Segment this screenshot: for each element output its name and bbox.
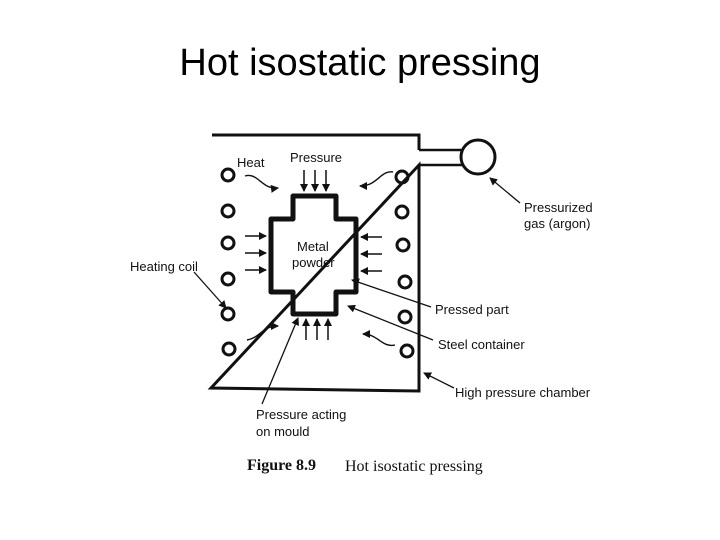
- figure-number: Figure 8.9: [247, 457, 316, 474]
- label-pressurized-gas-2: gas (argon): [524, 216, 590, 231]
- label-steel-container: Steel container: [438, 337, 525, 352]
- slide-title: Hot isostatic pressing: [179, 42, 541, 84]
- heating-coil-left: [220, 167, 237, 357]
- pressure-arrows-bottom: [302, 318, 332, 340]
- pressure-arrows-top: [300, 170, 330, 192]
- label-pressure-mould-1: Pressure acting: [256, 407, 346, 422]
- label-pressure: Pressure: [290, 150, 342, 165]
- figure-caption: Hot isostatic pressing: [345, 458, 483, 475]
- label-pressed-part: Pressed part: [435, 302, 509, 317]
- steel-container: [268, 193, 359, 317]
- pressurized-gas-vessel: [459, 138, 497, 176]
- label-heat: Heat: [237, 155, 265, 170]
- label-metal-powder-2: powder: [292, 255, 335, 270]
- label-pressure-mould-2: on mould: [256, 424, 309, 439]
- pressure-arrows-left: [245, 232, 267, 274]
- pressure-arrows-right: [360, 233, 382, 275]
- leader-lines: [193, 177, 521, 405]
- high-pressure-chamber: [207, 133, 421, 393]
- heat-arrows: [244, 171, 396, 347]
- label-pressurized-gas-1: Pressurized: [524, 200, 593, 215]
- heating-coil-right: [394, 169, 415, 359]
- label-metal-powder-1: Metal: [297, 239, 329, 254]
- label-high-pressure-chamber: High pressure chamber: [455, 385, 591, 400]
- gas-pipe: [419, 148, 462, 167]
- label-heating-coil: Heating coil: [130, 259, 198, 274]
